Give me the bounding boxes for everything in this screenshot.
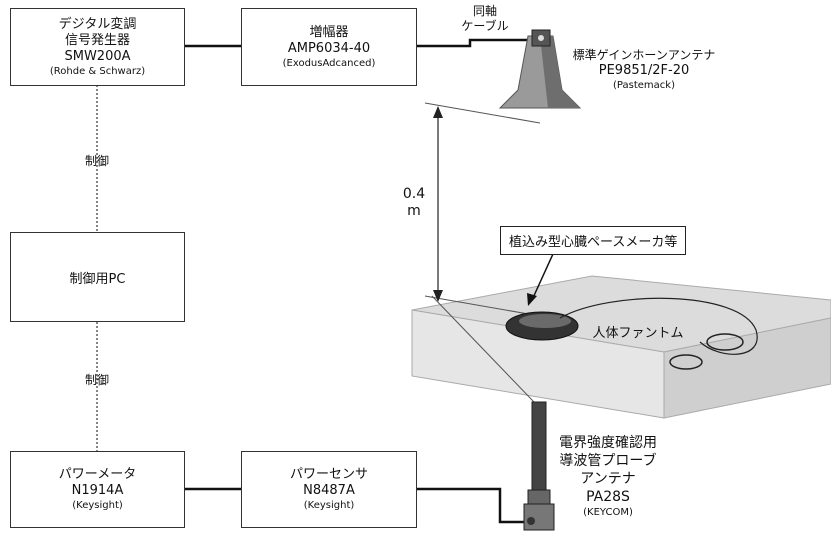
- control-label-upper: 制御: [84, 154, 109, 168]
- power-meter-box: パワーメータ N1914A (Keysight): [10, 451, 185, 528]
- horn-maker: (Pastemack): [613, 80, 675, 91]
- probe-model: PA28S: [586, 489, 630, 505]
- probe-flange: [527, 489, 551, 505]
- meter-name: パワーメータ: [58, 467, 137, 482]
- amp-maker: (ExodusAdcanced): [282, 57, 376, 69]
- amp-horn-cable: [416, 38, 527, 48]
- lead-coil-1: [706, 333, 744, 351]
- pacemaker-lead: [559, 297, 758, 355]
- probe-maker: (KEYCOM): [583, 507, 633, 518]
- callout-arrowhead: [527, 293, 537, 306]
- control-label-lower: 制御: [84, 373, 109, 387]
- probe-name-3: アンテナ: [580, 471, 636, 487]
- probe-body: [531, 401, 547, 501]
- control-pc-box: 制御用PC: [10, 232, 185, 322]
- horn-model: PE9851/2F-20: [598, 63, 690, 78]
- sensor-maker: (Keysight): [303, 500, 355, 511]
- probe-name-1: 電界強度確認用: [559, 435, 657, 451]
- distance-ref-bottom: [424, 295, 541, 317]
- sig-gen-maker: (Rohde & Schwarz): [49, 65, 146, 77]
- signal-generator-box: デジタル変調 信号発生器 SMW200A (Rohde & Schwarz): [10, 8, 185, 86]
- horn-label: 標準ゲインホーンアンテナ PE9851/2F-20 (Pastemack): [546, 48, 742, 93]
- distance-label: 0.4 m: [394, 186, 434, 220]
- amp-name: 増幅器: [309, 24, 349, 40]
- coax-label-2: ケーブル: [461, 19, 509, 33]
- phantom-label: 人体ファントム: [592, 326, 684, 341]
- sensor-probe-cable: [416, 487, 525, 524]
- pacemaker-callout: 植込み型心臓ペースメーカ等: [500, 226, 687, 255]
- probe-name-2: 導波管プローブ: [559, 453, 657, 469]
- distance-ref-top: [424, 102, 541, 124]
- phantom-side: [663, 317, 831, 419]
- sensor-model: N8487A: [303, 483, 355, 498]
- sensor-name: パワーセンサ: [289, 467, 368, 482]
- sig-gen-name-1: デジタル変調: [58, 16, 137, 32]
- horn-name: 標準ゲインホーンアンテナ: [572, 48, 716, 62]
- callout-arrow: [531, 253, 554, 301]
- amplifier-box: 増幅器 AMP6034-40 (ExodusAdcanced): [241, 8, 417, 86]
- pc-label: 制御用PC: [69, 271, 126, 287]
- distance-value: 0.4: [402, 186, 426, 202]
- amp-model: AMP6034-40: [287, 40, 371, 56]
- coax-label-1: 同軸: [472, 4, 497, 18]
- horn-shade: [540, 36, 580, 108]
- axis-line: [431, 295, 535, 403]
- coax-label: 同軸 ケーブル: [445, 4, 525, 34]
- lead-coil-2: [669, 354, 703, 370]
- pacemaker-highlight: [519, 314, 571, 328]
- sig-gen-name-2: 信号発生器: [64, 32, 130, 48]
- probe-adapter: [523, 503, 555, 531]
- horn-connector-pin: [538, 35, 544, 41]
- meter-maker: (Keysight): [72, 500, 123, 511]
- distance-arrowhead-bottom: [433, 290, 443, 302]
- probe-label: 電界強度確認用 導波管プローブ アンテナ PA28S (KEYCOM): [556, 434, 660, 519]
- power-sensor-box: パワーセンサ N8487A (Keysight): [241, 451, 417, 528]
- probe-connector: [527, 517, 535, 525]
- meter-model: N1914A: [71, 483, 124, 498]
- distance-arrowhead-top: [433, 106, 443, 118]
- sig-gen-model: SMW200A: [64, 48, 131, 64]
- distance-unit: m: [407, 203, 421, 219]
